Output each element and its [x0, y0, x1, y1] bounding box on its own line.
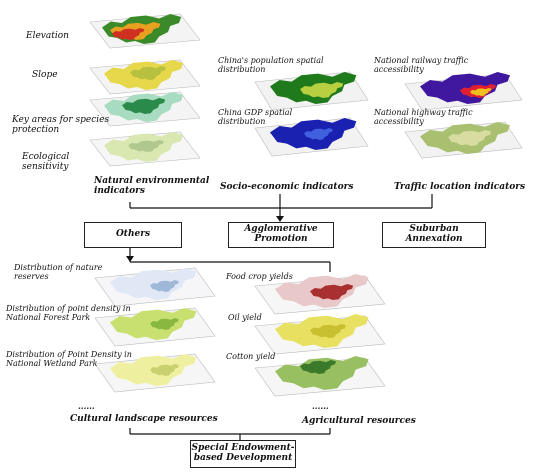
population-map: [254, 71, 369, 111]
socio-indicators: Socio-economic indicators: [220, 182, 354, 192]
natural-indicators: Natural environmental indicators: [94, 176, 210, 197]
key-areas-map: [89, 91, 201, 127]
others-box: Others: [84, 222, 182, 248]
special-endowment-box: Special Endowment-based Development: [190, 440, 296, 468]
label-elevation: Elevation: [26, 31, 69, 41]
label-cotton-yield: Cotton yield: [226, 352, 276, 361]
cotton-yield-map: [254, 356, 386, 397]
suburban-box: Suburban Annexation: [382, 222, 486, 248]
arrow-down-agglomerative: [276, 216, 284, 222]
connectors: [129, 194, 433, 440]
oil-yield-map: [254, 314, 386, 355]
forest-park-map: [94, 307, 216, 347]
highway-map: [404, 121, 523, 159]
ellipsis-left: ......: [78, 401, 95, 411]
gdp-map: [254, 117, 369, 157]
label-forest-park: Distribution of point density in Nationa…: [6, 304, 131, 323]
label-oil-yield: Oil yield: [228, 313, 262, 322]
cultural-resources: Cultural landscape resources: [70, 414, 218, 424]
slope-map: [89, 59, 201, 95]
label-population: China's population spatial distribution: [218, 56, 324, 75]
label-railway: National railway traffic accessibility: [374, 56, 469, 75]
label-nature-reserves: Distribution of nature reserves: [14, 263, 103, 282]
label-wetland-park: Distribution of Point Density in Nationa…: [6, 350, 132, 369]
agglomerative-box: Agglomerative Promotion: [228, 222, 334, 248]
nature-reserves-map: [94, 267, 216, 307]
ellipsis-right: ......: [312, 401, 329, 411]
label-food-crop: Food crop yields: [226, 272, 293, 281]
food-crop-map: [254, 274, 386, 315]
arrow-down-others: [126, 256, 134, 262]
label-highway: National highway traffic accessibility: [374, 108, 473, 127]
label-key-areas: Key areas for species protection: [12, 115, 110, 136]
label-gdp: China GDP spatial distribution: [218, 108, 293, 127]
ecological-map: [89, 131, 201, 167]
elevation-map: [89, 13, 201, 49]
wetland-park-map: [94, 353, 216, 393]
traffic-indicators: Traffic location indicators: [394, 182, 526, 192]
label-slope: Slope: [32, 70, 58, 80]
label-ecological: Ecological sensitivity: [22, 152, 70, 173]
railway-map: [404, 72, 523, 111]
agricultural-resources: Agricultural resources: [302, 416, 416, 426]
